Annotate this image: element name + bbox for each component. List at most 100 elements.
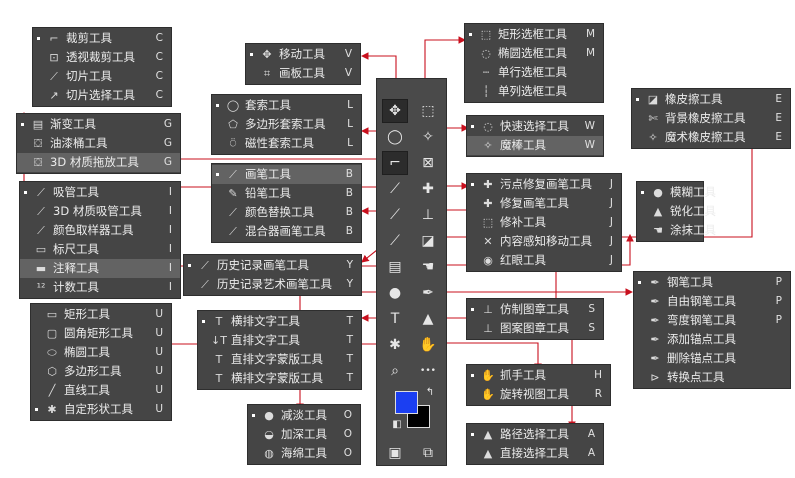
menu-item-add-anchor[interactable]: ✒添加锚点工具	[634, 330, 790, 349]
screen-mode-icon[interactable]: ⧉	[423, 445, 433, 461]
menu-item-delete-anchor[interactable]: ✒删除锚点工具	[634, 349, 790, 368]
menu-item-row-marquee[interactable]: ┄单行选框工具	[465, 63, 603, 82]
default-colors-icon[interactable]: ◧	[392, 418, 402, 430]
menu-item-label: 自定形状工具	[64, 402, 133, 416]
pen-tool-icon[interactable]: ✒	[422, 285, 434, 301]
path-tool-icon[interactable]: ▲	[422, 311, 434, 327]
frame-tool-icon[interactable]: ⊠	[422, 155, 434, 171]
move-tool-icon[interactable]: ✥	[382, 99, 408, 123]
blur-tool-icon[interactable]: ☚	[421, 259, 435, 275]
artboard-icon: ⌗	[263, 67, 271, 80]
marquee-tool-icon[interactable]: ⬚	[421, 103, 435, 119]
menu-item-sharpen[interactable]: ▲锐化工具	[637, 202, 716, 221]
gradient-tool-icon[interactable]: ▤	[388, 259, 402, 275]
shortcut-key: P	[775, 295, 782, 307]
menu-item-smudge[interactable]: ☚涂抹工具	[637, 221, 716, 240]
history-tool-icon[interactable]: ⟋	[390, 233, 400, 249]
mixer-brush-icon: ⟋	[229, 225, 237, 238]
menu-item-convert-point[interactable]: ⊳转换点工具	[634, 368, 790, 387]
zoom-tool-icon[interactable]: ⌕	[391, 363, 399, 379]
menu-item-blur[interactable]: ●模糊工具	[637, 183, 716, 202]
hand-tool-icon[interactable]: ✋	[419, 337, 437, 353]
type-tool-icon[interactable]: T	[390, 311, 400, 327]
foreground-color-swatch[interactable]	[395, 391, 418, 414]
crop-tool-icon[interactable]: ⌐	[382, 151, 408, 175]
brush-tool-icon[interactable]: ⟋	[390, 207, 400, 223]
shape-tool-icon[interactable]: ✱	[389, 337, 401, 353]
heal-tool-icon[interactable]: ✚	[422, 181, 434, 197]
menu-item-label: 修复画笔工具	[500, 196, 569, 210]
stamp-tool-icon[interactable]: ⊥	[421, 207, 435, 223]
swap-colors-icon[interactable]: ↰	[425, 386, 435, 398]
eyedropper-tool-icon[interactable]: ⟋	[390, 181, 400, 197]
menu-item-label: 旋转视图工具	[500, 387, 569, 401]
more-tools-icon[interactable]: •••	[420, 366, 436, 376]
dodge-tool-icon[interactable]: ●	[388, 285, 402, 301]
menu-item-col-marquee[interactable]: ┆单列选框工具	[465, 82, 603, 101]
eraser-tool-icon[interactable]: ◪	[421, 233, 435, 249]
quick-mask-icon[interactable]: ▣	[388, 445, 402, 461]
wand-tool-icon[interactable]: ✧	[422, 129, 434, 145]
lasso-tool-icon[interactable]: ◯	[387, 129, 403, 145]
menu-item-label: 自由钢笔工具	[667, 294, 736, 308]
